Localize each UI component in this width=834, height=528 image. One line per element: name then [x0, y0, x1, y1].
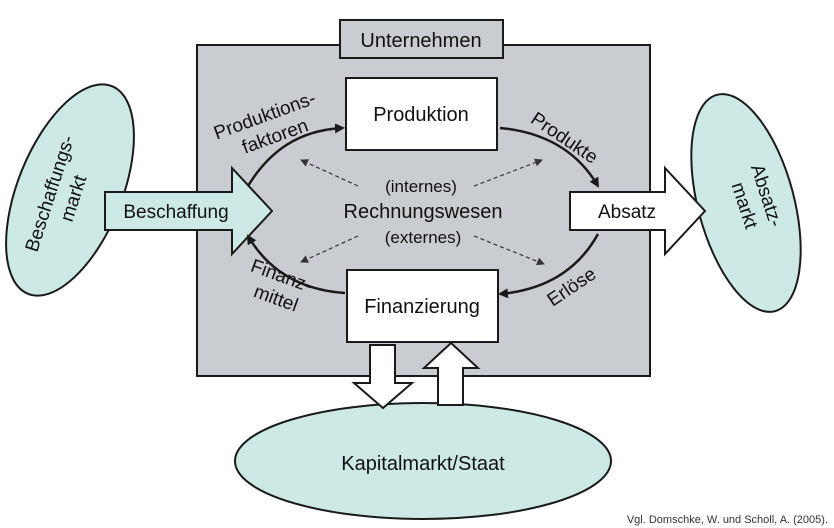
funds-down-arrow: [351, 344, 415, 410]
procurement-label: Beschaffung: [123, 202, 228, 223]
accounting-link-production-left: [300, 159, 359, 187]
accounting-link-financing-left: [300, 235, 359, 263]
accounting-link-financing-right: [473, 235, 545, 266]
capital-market-label: Kapitalmarkt/Staat: [341, 453, 505, 475]
company-title: Unternehmen: [360, 30, 481, 52]
financing-box: [346, 269, 499, 343]
accounting-link-production-right: [473, 158, 543, 187]
procurement-arrow: [104, 165, 274, 257]
accounting-main-label: Rechnungswesen: [344, 201, 503, 223]
funds-flow-arrow: [246, 234, 346, 295]
sales-arrow: [569, 165, 707, 257]
revenues-flow-arrow: [498, 233, 600, 299]
capital-market-ellipse: [234, 402, 612, 520]
sales-label: Absatz: [598, 202, 656, 223]
products-flow-arrow: [499, 126, 600, 188]
financing-label: Finanzierung: [364, 296, 480, 318]
funds-up-arrow: [421, 341, 481, 406]
sales-market-label: Absatz- markt: [723, 162, 787, 242]
production-label: Produktion: [373, 104, 469, 126]
accounting-external-label: (externes): [385, 228, 462, 247]
source-citation: Vgl. Domschke, W. und Scholl, A. (2005).: [626, 514, 828, 526]
company-title-box: [339, 19, 504, 59]
factors-flow-arrow: [246, 123, 345, 187]
production-box: [345, 77, 498, 151]
accounting-internal-label: (internes): [385, 177, 457, 196]
